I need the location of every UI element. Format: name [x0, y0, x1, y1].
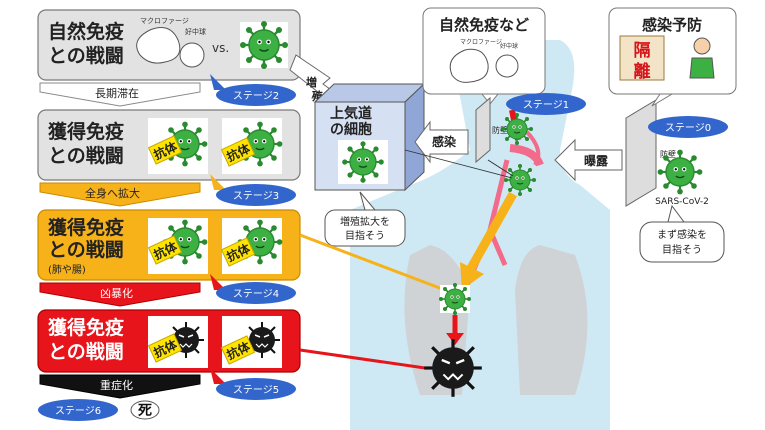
upper-airway-cell: 上気道 の細胞 [313, 82, 426, 192]
acquired-battle-box-2: 獲得免疫 との戦闘 (肺や腸) 抗 体 抗 体 [37, 209, 301, 281]
long-stay-arrow: 長期滞在 [39, 82, 201, 107]
innate-title-1: 自然免疫 [48, 20, 124, 43]
antibody-char-1: 抗 [151, 144, 168, 163]
stage6-oval [38, 399, 118, 421]
acquired2-title-1: 獲得免疫 [48, 216, 124, 239]
critical-label: 重症化 [100, 378, 133, 392]
stage0-label: ステージ0 [665, 123, 711, 134]
expose-label: 曝露 [584, 154, 609, 168]
stage5-oval [216, 378, 296, 400]
acquired1-title-2: との戦闘 [48, 144, 124, 167]
person-icon [693, 37, 711, 55]
macrophage-icon [449, 48, 489, 83]
acquired3-title-1: 獲得免疫 [48, 316, 124, 339]
stage4-label: ステージ4 [233, 289, 279, 300]
macrophage-icon [136, 27, 181, 64]
macrophage-label: マクロファージ [140, 17, 189, 25]
neutrophil-icon [179, 42, 205, 68]
prevention-title: 感染予防 [642, 16, 702, 34]
severe-virus-icon [422, 337, 484, 399]
spread-arrow: 全身へ拡大 [39, 182, 201, 207]
barrier-wall-outer: 防壁 [625, 99, 676, 207]
antibody-char-1: 抗 [224, 344, 241, 363]
isolation-char-2: 離 [634, 61, 651, 82]
critical-arrow: 重症化 [39, 374, 201, 399]
antibody-char-1: 抗 [224, 146, 241, 165]
neutrophil-icon [495, 54, 519, 78]
stage0-oval [648, 116, 728, 138]
antibody-char-1: 抗 [224, 246, 241, 265]
virus-icon [500, 112, 534, 146]
barrier-label-inner: 防壁 [492, 125, 508, 135]
prevention-box: 感染予防 隔 離 [608, 7, 737, 107]
infect-label: 感染 [432, 134, 457, 149]
spread-goal-2: 目指そう [345, 229, 385, 242]
spread-goal-1: 増殖拡大を [340, 215, 390, 228]
body-silhouette [350, 40, 610, 430]
vs-label: vs. [212, 41, 229, 55]
virus-icon [341, 140, 385, 184]
infect-goal-2: 目指そう [662, 243, 702, 256]
innate-title-2: との戦闘 [48, 44, 124, 67]
proliferate-char-1: 増 [306, 75, 317, 89]
cell-label-2: の細胞 [330, 121, 372, 138]
acquired-battle-box-3: 獲得免疫 との戦闘 抗 体 抗 体 [37, 309, 301, 373]
death-label: 死 [137, 403, 152, 419]
virus-name-label: SARS-CoV-2 [655, 197, 709, 207]
stage2-label: ステージ2 [233, 91, 279, 102]
acquired1-title-1: 獲得免疫 [48, 120, 124, 143]
barrier-label-outer: 防壁 [660, 149, 676, 159]
stage1-oval [506, 93, 586, 115]
innate-box-neutrophil: 好中球 [500, 42, 518, 50]
virus-icon [238, 19, 290, 71]
spread-label: 全身へ拡大 [85, 186, 140, 200]
stage1-label: ステージ1 [523, 100, 569, 111]
stage6-label: ステージ6 [55, 406, 101, 417]
virus-icon [438, 282, 472, 316]
barrier-wall-inner: 防壁 [475, 96, 508, 164]
long-stay-label: 長期滞在 [95, 87, 139, 100]
innate-box-title: 自然免疫など [439, 16, 529, 34]
acquired2-subtitle: (肺や腸) [48, 264, 86, 276]
cell-label-1: 上気道 [330, 105, 372, 122]
stage4-oval [216, 282, 296, 304]
acquired2-title-2: との戦闘 [48, 238, 124, 261]
stage5-label: ステージ5 [233, 385, 279, 396]
innate-box-macrophage: マクロファージ [460, 39, 502, 46]
severe-label: 凶暴化 [100, 286, 133, 300]
virus-icon [503, 163, 537, 197]
acquired3-title-2: との戦闘 [48, 340, 124, 363]
spread-goal-callout: 増殖拡大を 目指そう [324, 191, 406, 247]
infect-goal-callout: まず感染を 目指そう [639, 204, 725, 263]
stage2-oval [216, 84, 296, 106]
infect-arrow: 感染 [414, 120, 469, 164]
virus-icon [656, 148, 704, 196]
stage3-oval [216, 184, 296, 206]
expose-arrow: 曝露 [554, 138, 623, 182]
stage3-label: ステージ3 [233, 191, 279, 202]
antibody-char-1: 抗 [151, 342, 168, 361]
severe-arrow: 凶暴化 [39, 282, 201, 307]
acquired-battle-box-1: 獲得免疫 との戦闘 抗 体 抗 体 [37, 109, 301, 181]
isolation-char-1: 隔 [634, 41, 651, 61]
spread-down-arrow [299, 191, 517, 292]
stage-markers-left: ステージ2 ステージ3 ステージ4 ステージ5 ステージ6 死 [38, 74, 296, 421]
innate-immunity-box: 自然免疫など マクロファージ 好中球 [422, 7, 546, 105]
neutrophil-label: 好中球 [185, 27, 206, 36]
antibody-char-1: 抗 [151, 244, 168, 263]
infect-goal-1: まず感染を [657, 228, 707, 241]
innate-battle-box: 自然免疫 との戦闘 マクロファージ 好中球 vs. [37, 9, 301, 81]
